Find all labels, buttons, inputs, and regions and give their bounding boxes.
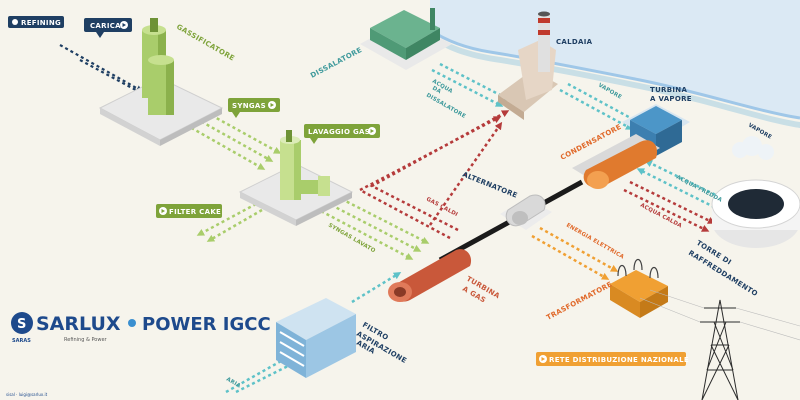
filter-cake-tag: FILTER CAKE bbox=[156, 204, 222, 218]
gassificatore-label: GASSIFICATORE bbox=[175, 23, 236, 63]
shoreline bbox=[429, 28, 800, 120]
trasformatore-unit bbox=[610, 258, 668, 318]
trasformatore-label: TRASFORMATORE bbox=[545, 280, 614, 322]
power-igcc-text: POWER IGCC bbox=[142, 314, 271, 335]
alternatore-label: ALTERNATORE bbox=[461, 170, 518, 199]
acqua-label-2: DA bbox=[431, 86, 442, 96]
rete-label: RETE DISTRIBUZIONE NAZIONALE bbox=[549, 356, 689, 364]
turbina-gas-unit bbox=[388, 249, 472, 302]
acqua-fredda-label: ACQUA FREDDA bbox=[675, 174, 723, 203]
gassificatore-unit bbox=[98, 18, 224, 146]
vapore-flow bbox=[559, 82, 642, 130]
lavaggio-gas-label: LAVAGGIO GAS bbox=[308, 128, 370, 136]
lavaggio-gas-unit bbox=[238, 130, 354, 226]
energia-elettrica-label: ENERGIA ELETTRICA bbox=[565, 223, 625, 261]
shore-beach bbox=[436, 36, 800, 128]
syngas-tag: SYNGAS bbox=[228, 98, 280, 118]
syngas-lavato-label: SYNGAS LAVATO bbox=[327, 223, 376, 255]
caldaia-unit bbox=[498, 11, 558, 120]
gas-caldi-flow bbox=[357, 110, 510, 240]
vapore-label-1: VAPORE bbox=[597, 83, 623, 101]
torre-raffreddamento-unit bbox=[711, 136, 800, 248]
saras-wordmark: SARAS bbox=[12, 338, 31, 344]
alternatore-unit bbox=[438, 179, 584, 263]
sea-area bbox=[430, 0, 800, 118]
power-igcc-title: POWER IGCC bbox=[128, 314, 271, 335]
credit-text: sisal · luigi@sarlux.it bbox=[6, 392, 48, 397]
filter-cake-flow bbox=[196, 202, 263, 242]
dissalatore-unit bbox=[360, 8, 452, 70]
dissalatore-label: DISSALATORE bbox=[309, 46, 363, 80]
filtro-aria-unit bbox=[276, 298, 356, 378]
rete-tag: RETE DISTRIBUZIONE NAZIONALE bbox=[536, 352, 689, 366]
acqua-fredda-flow bbox=[636, 160, 727, 212]
condensatore-unit bbox=[572, 134, 660, 189]
lavaggio-gas-tag: LAVAGGIO GAS bbox=[304, 124, 380, 144]
acqua-calda-label: ACQUA CALDA bbox=[639, 202, 683, 229]
caldaia-label: CALDAIA bbox=[556, 38, 593, 46]
svg-text:S: S bbox=[17, 317, 26, 332]
pipeline-refining-to-carica bbox=[59, 44, 148, 97]
energia-elettrica-flow bbox=[531, 226, 619, 280]
water-flow bbox=[431, 62, 512, 107]
refining-label: REFINING bbox=[21, 19, 61, 27]
acqua-label-3: DISSALATORE bbox=[425, 93, 467, 120]
turbina-vapore-label-1: TURBINA bbox=[650, 86, 687, 94]
sarlux-wordmark: SARLUX bbox=[36, 313, 121, 335]
pylon-icon bbox=[639, 289, 800, 400]
carica-tag: CARICA bbox=[84, 18, 132, 38]
turbina-vapore-label-2: A VAPORE bbox=[650, 95, 692, 103]
refining-tag: REFINING bbox=[8, 16, 64, 28]
sarlux-logo: S SARLUX SARAS Refining & Power bbox=[11, 312, 121, 344]
carica-label: CARICA bbox=[90, 22, 121, 30]
refining-power-text: Refining & Power bbox=[64, 337, 108, 343]
syngas-label: SYNGAS bbox=[232, 102, 266, 110]
filter-cake-label: FILTER CAKE bbox=[169, 208, 221, 216]
